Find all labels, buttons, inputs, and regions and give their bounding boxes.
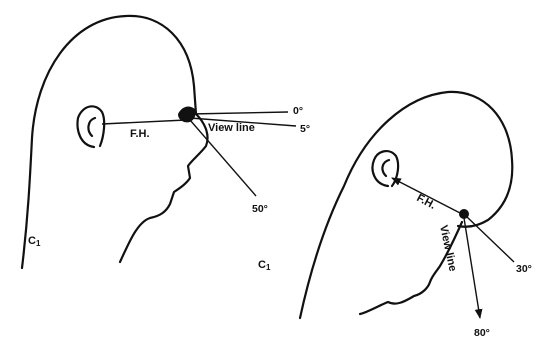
left-head-outline (22, 16, 208, 268)
right-ear-inner (382, 160, 389, 176)
right-angle-30-label: 30° (516, 263, 532, 275)
right-view-line-80-deg (464, 218, 480, 318)
left-ear-inner (88, 118, 95, 136)
left-view-line-label: View line (208, 122, 255, 134)
right-head-figure (300, 92, 514, 318)
left-ray-0-deg (190, 112, 288, 114)
right-angle-80-label: 80° (474, 327, 490, 339)
right-ray-30-deg (466, 216, 514, 262)
left-fh-line (102, 120, 186, 124)
left-head-figure (22, 16, 296, 268)
left-cervical-letter: C (28, 235, 36, 247)
right-ear-icon (373, 151, 399, 186)
left-ear-icon (78, 106, 105, 147)
left-angle-50-label: 50° (252, 203, 268, 215)
right-cervical-number: 1 (266, 263, 271, 272)
right-fh-label: F.H. (415, 192, 438, 212)
left-fh-label: F.H. (130, 128, 150, 140)
left-cervical-label: C1 (28, 235, 41, 248)
right-cervical-letter: C (258, 259, 266, 271)
left-cervical-number: 1 (36, 239, 41, 248)
left-angle-5-label: 5° (300, 123, 310, 135)
left-angle-0-label: 0° (293, 105, 303, 117)
right-head-outline (300, 92, 512, 318)
right-cervical-label: C1 (258, 259, 271, 272)
